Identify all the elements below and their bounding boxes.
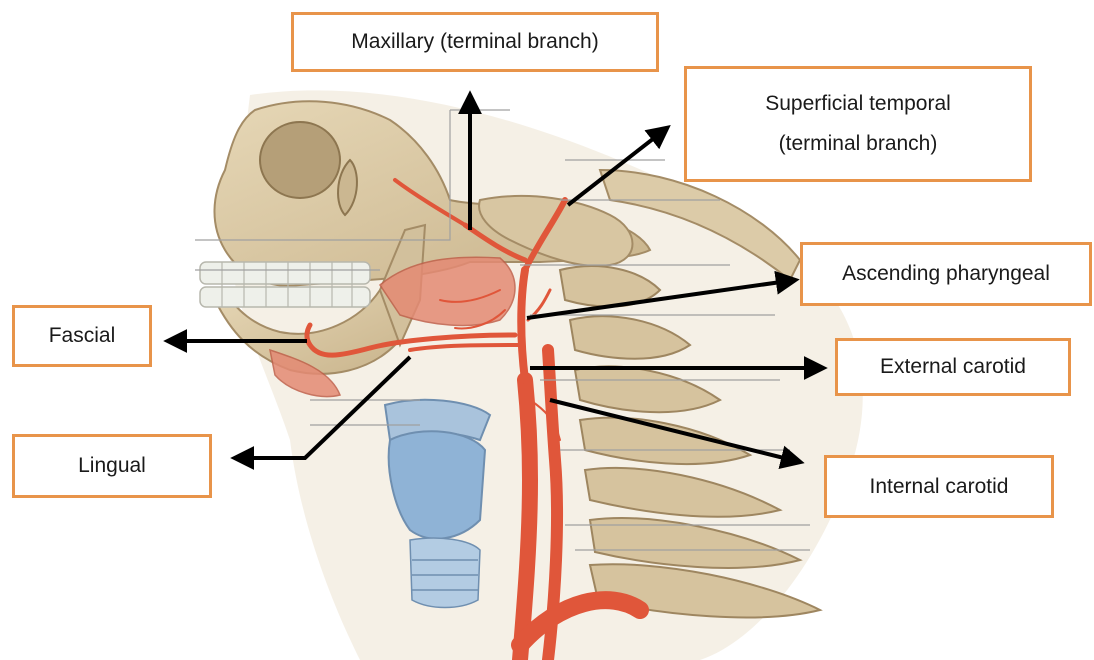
label-internal-carotid-text: Internal carotid — [870, 467, 1009, 507]
label-superficial-temporal-line1: Superficial temporal — [765, 84, 951, 124]
label-maxillary: Maxillary (terminal branch) — [291, 12, 659, 72]
label-ascending-pharyngeal: Ascending pharyngeal — [800, 242, 1092, 306]
label-external-carotid-text: External carotid — [880, 347, 1026, 387]
label-maxillary-text: Maxillary (terminal branch) — [351, 22, 598, 62]
teeth — [200, 262, 370, 307]
label-lingual-text: Lingual — [78, 446, 146, 486]
label-ascending-pharyngeal-text: Ascending pharyngeal — [842, 254, 1050, 294]
label-superficial-temporal-line2: (terminal branch) — [765, 124, 951, 164]
label-fascial: Fascial — [12, 305, 152, 367]
label-superficial-temporal: Superficial temporal (terminal branch) — [684, 66, 1032, 182]
label-lingual: Lingual — [12, 434, 212, 498]
label-external-carotid: External carotid — [835, 338, 1071, 396]
label-internal-carotid: Internal carotid — [824, 455, 1054, 518]
label-fascial-text: Fascial — [49, 316, 116, 356]
